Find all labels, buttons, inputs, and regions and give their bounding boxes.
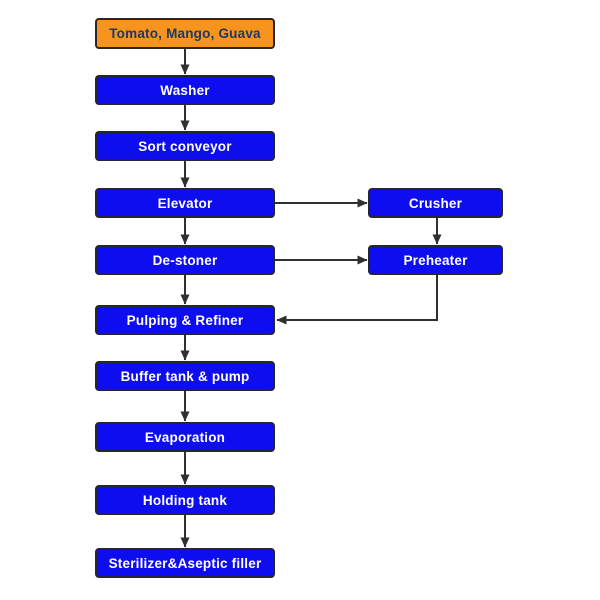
flowchart-node-label: Washer xyxy=(160,82,210,98)
flowchart-node-label: Preheater xyxy=(403,252,468,268)
flowchart-node-input: Tomato, Mango, Guava xyxy=(95,18,275,49)
flowchart-node-label: Tomato, Mango, Guava xyxy=(109,26,261,41)
flowchart-node-pulping-refiner: Pulping & Refiner xyxy=(95,305,275,335)
flowchart-node-sterilizer-aseptic-filler: Sterilizer&Aseptic filler xyxy=(95,548,275,578)
flowchart-node-holding-tank: Holding tank xyxy=(95,485,275,515)
flowchart-node-de-stoner: De-stoner xyxy=(95,245,275,275)
flowchart-node-elevator: Elevator xyxy=(95,188,275,218)
flowchart-node-label: De-stoner xyxy=(152,252,218,268)
flowchart-node-label: Elevator xyxy=(157,195,213,211)
flowchart-node-evaporation: Evaporation xyxy=(95,422,275,452)
flowchart-node-label: Sterilizer&Aseptic filler xyxy=(108,555,262,571)
flowchart-node-label: Sort conveyor xyxy=(138,138,232,154)
flowchart-node-label: Evaporation xyxy=(144,429,226,445)
flowchart-edge-preheater-to-pulping-refiner xyxy=(276,275,438,325)
flowchart-node-preheater: Preheater xyxy=(368,245,503,275)
flowchart-node-label: Buffer tank & pump xyxy=(120,368,250,384)
flowchart-node-sort-conveyor: Sort conveyor xyxy=(95,131,275,161)
flowchart-node-label: Crusher xyxy=(408,195,463,211)
flowchart-node-crusher: Crusher xyxy=(368,188,503,218)
flowchart-node-washer: Washer xyxy=(95,75,275,105)
flowchart-node-label: Holding tank xyxy=(142,492,228,508)
flowchart-node-buffer-tank-pump: Buffer tank & pump xyxy=(95,361,275,391)
flowchart-node-label: Pulping & Refiner xyxy=(126,312,244,328)
